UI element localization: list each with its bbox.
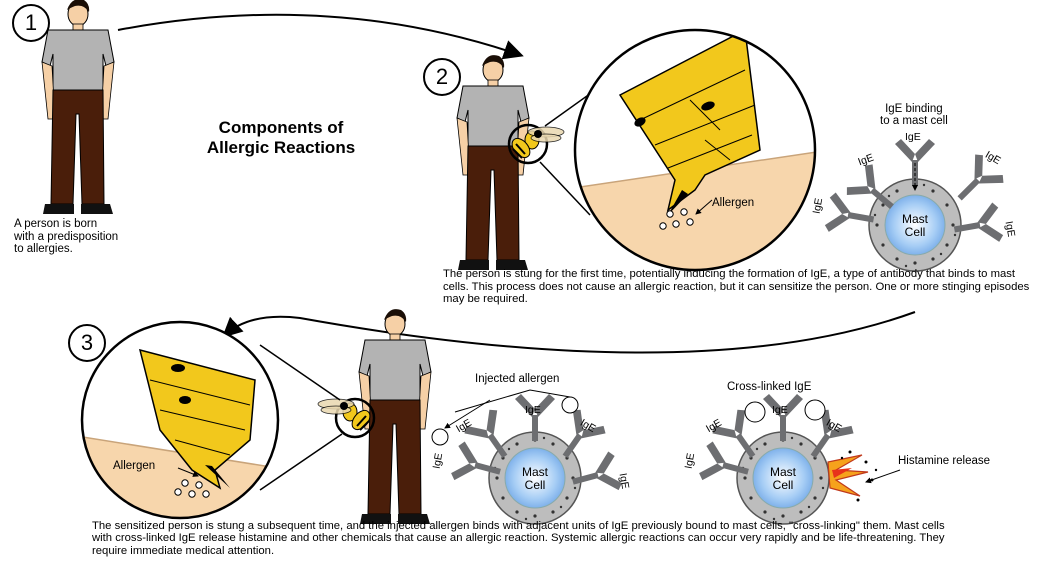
mast-cell-label: Mast Cell bbox=[753, 466, 813, 492]
cross-linked-diagram bbox=[698, 394, 900, 524]
step-number-2: 2 bbox=[423, 58, 461, 96]
ige-binding-label: IgE binding to a mast cell bbox=[880, 103, 948, 127]
histamine-burst bbox=[828, 451, 877, 502]
allergen-label-3: Allergen bbox=[113, 460, 155, 472]
ige-label: IgE bbox=[1003, 220, 1018, 238]
person-2 bbox=[457, 55, 529, 270]
injected-allergen-label: Injected allergen bbox=[475, 373, 559, 385]
ige-label: IgE bbox=[905, 131, 921, 143]
zoom-circle-2 bbox=[560, 30, 830, 290]
diagram-title: Components of Allergic Reactions bbox=[176, 118, 386, 158]
cross-linked-label: Cross-linked IgE bbox=[727, 381, 811, 393]
person-1 bbox=[42, 0, 114, 214]
step-number-1: 1 bbox=[12, 4, 50, 42]
mast-cell-label: Mast Cell bbox=[505, 466, 565, 492]
arrow-step1-to-2 bbox=[118, 15, 520, 55]
ige-label: IgE bbox=[525, 404, 541, 416]
ige-label: IgE bbox=[772, 404, 788, 416]
mast-cell-label: Mast Cell bbox=[885, 213, 945, 239]
caption-step-2: The person is stung for the first time, … bbox=[443, 268, 1043, 306]
allergen-label-2: Allergen bbox=[712, 197, 754, 209]
ige-binding-diagram bbox=[824, 139, 1007, 271]
histamine-label: Histamine release bbox=[898, 455, 990, 467]
zoom-circle-3 bbox=[70, 322, 290, 540]
arrow-step2-to-3 bbox=[225, 312, 915, 353]
caption-step-3: The sensitized person is stung a subsequ… bbox=[92, 520, 952, 557]
step-number-3: 3 bbox=[68, 324, 106, 362]
caption-step-1: A person is born with a predisposition t… bbox=[14, 218, 184, 256]
ige-label: IgE bbox=[617, 472, 632, 490]
